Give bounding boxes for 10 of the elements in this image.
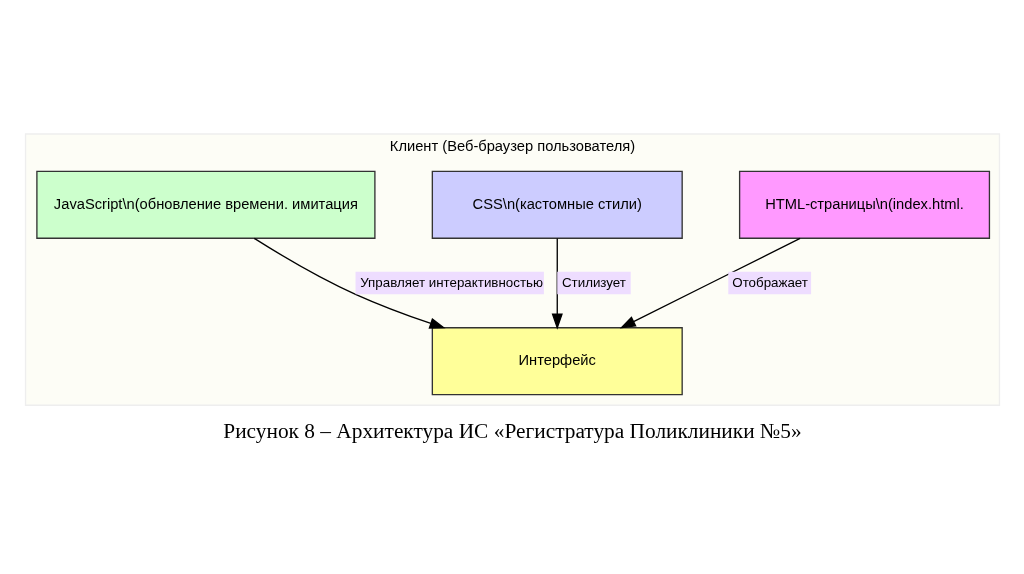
edge-label: Отображает (731, 275, 808, 290)
arrow (253, 237, 445, 329)
edge-label: Стилизует (561, 275, 626, 290)
arrow (619, 237, 801, 329)
node-box: Интерфейс (431, 327, 683, 396)
caption: Рисунок 8 – Архитектура ИС «Регистратура Поликлиники №5» (222, 419, 802, 444)
node-box: HTML-страницы\n(index.html. (738, 170, 990, 239)
edge-label: Управляет интерактивностью (359, 275, 543, 290)
node-box: CSS\n(кастомные стили) (431, 170, 683, 239)
node-box: JavaScript\n(обновление времени. имитация (35, 170, 376, 239)
